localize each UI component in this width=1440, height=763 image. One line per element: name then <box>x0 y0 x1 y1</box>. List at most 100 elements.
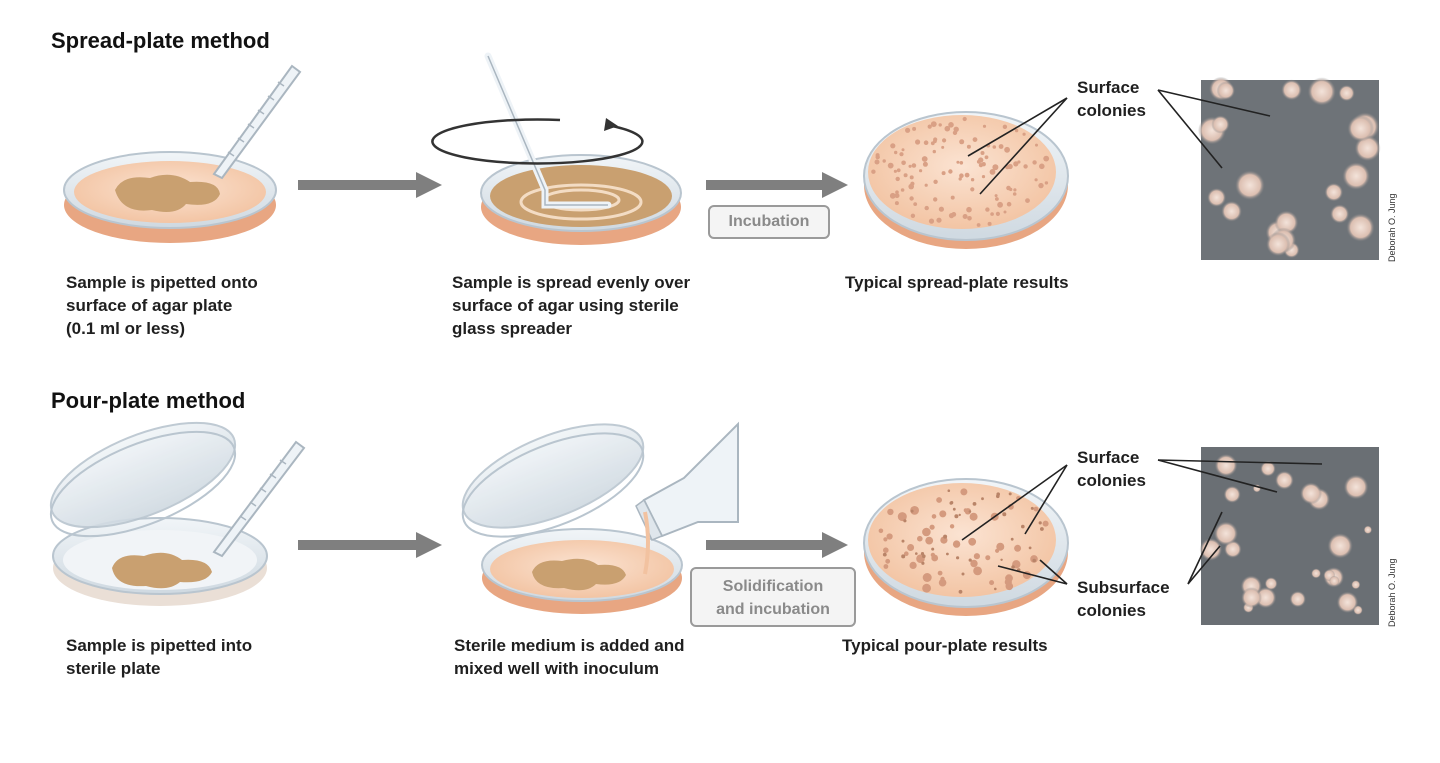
colony-dot <box>875 153 880 158</box>
colony-dot <box>996 542 1005 551</box>
colony-dot <box>912 508 918 514</box>
colony-dot <box>886 533 893 540</box>
colony-dot <box>896 168 901 173</box>
colony-dot <box>956 556 960 560</box>
colony-dot <box>970 559 978 568</box>
pipette-icon <box>212 64 302 180</box>
colony-dot <box>1032 558 1036 563</box>
spread-step2-caption: Sample is spread evenly over surface of … <box>452 273 691 338</box>
colony-dot <box>1013 161 1019 167</box>
pour-step1-caption: Sample is pipetted into sterile plate <box>66 636 253 678</box>
colony-dot <box>948 122 954 128</box>
colony-dot <box>990 169 994 173</box>
colony-blob <box>1211 115 1230 134</box>
colony-blob <box>1342 162 1371 190</box>
colony-dot <box>950 195 955 200</box>
colony-dot <box>958 513 961 517</box>
colony-dot <box>929 524 935 530</box>
colony-dot <box>1033 506 1039 512</box>
colony-dot <box>947 489 951 493</box>
colony-dot <box>952 540 961 548</box>
colony-dot <box>981 175 986 179</box>
colony-dot <box>1010 537 1014 541</box>
colony-dot <box>1005 582 1014 591</box>
colony-dot <box>960 488 968 496</box>
arrow-icon <box>706 172 848 198</box>
spread-plate-results <box>863 111 1069 249</box>
colony-dot <box>972 137 978 143</box>
colony-dot <box>897 512 907 522</box>
colony-dot <box>938 206 945 212</box>
colony-dot <box>1002 124 1008 129</box>
colony-dot <box>969 512 978 521</box>
colony-dot <box>1021 524 1025 529</box>
incubation-tag: Incubation <box>708 205 830 239</box>
colony-dot <box>1035 143 1038 147</box>
rotation-arrow-icon <box>431 118 644 165</box>
colony-dot <box>933 179 938 184</box>
colony-dot <box>995 211 1001 216</box>
colony-dot <box>1043 155 1050 162</box>
callout-lines <box>961 459 1323 585</box>
arrow-icon <box>706 532 848 558</box>
colony-dot <box>959 173 964 178</box>
colony-dot <box>927 124 932 129</box>
colony-dot <box>882 159 886 163</box>
colony-dot <box>904 551 909 556</box>
colony-dot <box>922 554 926 558</box>
colony-dot <box>981 162 986 167</box>
pour-photo-credit: Deborah O. Jung <box>1387 558 1397 627</box>
colony-dot <box>997 201 1003 208</box>
colony-dot <box>913 202 918 207</box>
colony-dot <box>895 190 899 194</box>
colony-blob <box>1336 591 1359 614</box>
colony-dot <box>878 528 884 534</box>
colony-dots <box>871 116 1050 227</box>
colony-dot <box>939 510 947 518</box>
colony-dot <box>889 192 896 199</box>
colony-blob <box>1311 568 1322 579</box>
colony-dot <box>1012 192 1017 196</box>
colony-dot <box>910 509 914 513</box>
colony-blob <box>1275 470 1294 490</box>
colony-blob <box>1281 79 1302 101</box>
photo-colonies <box>1199 453 1373 615</box>
spread-surface-label: Surface colonies <box>1077 78 1146 120</box>
spread-plate-1 <box>63 64 302 243</box>
pipette-icon <box>212 440 306 558</box>
colony-dot <box>1038 521 1042 525</box>
colony-blob <box>1327 533 1353 559</box>
colony-dot <box>928 218 935 224</box>
solidification-tag: Solidification and incubation <box>690 567 856 627</box>
colony-blob <box>1207 188 1227 207</box>
colony-dot <box>890 143 896 149</box>
colony-dot <box>903 519 907 523</box>
colony-dot <box>968 537 977 546</box>
pour-colony-photo <box>1199 447 1379 625</box>
colony-dot <box>943 534 948 539</box>
colony-dot <box>1014 128 1019 133</box>
spread-step3-caption: Typical spread-plate results <box>845 273 1069 292</box>
colony-dot <box>921 156 928 162</box>
colony-dot <box>981 497 984 501</box>
colony-dot <box>990 212 994 216</box>
colony-dot <box>932 122 936 127</box>
colony-dot <box>894 150 898 155</box>
colony-dot <box>909 175 914 180</box>
colony-dot <box>984 155 989 160</box>
colony-dot <box>922 161 928 167</box>
colony-dot <box>987 221 992 226</box>
colony-dot <box>1008 492 1012 496</box>
colony-dot <box>923 140 929 145</box>
lid-icon <box>461 423 645 538</box>
colony-dot <box>1006 185 1011 191</box>
colony-dot <box>998 144 1004 149</box>
colony-blob <box>1241 587 1262 608</box>
colony-dot <box>1004 146 1010 153</box>
colony-dot <box>985 207 990 212</box>
colony-dot <box>970 178 975 182</box>
colony-dot <box>996 494 1000 499</box>
colony-dot <box>901 539 905 543</box>
photo-colonies <box>1198 76 1381 259</box>
colony-dot <box>970 187 975 192</box>
